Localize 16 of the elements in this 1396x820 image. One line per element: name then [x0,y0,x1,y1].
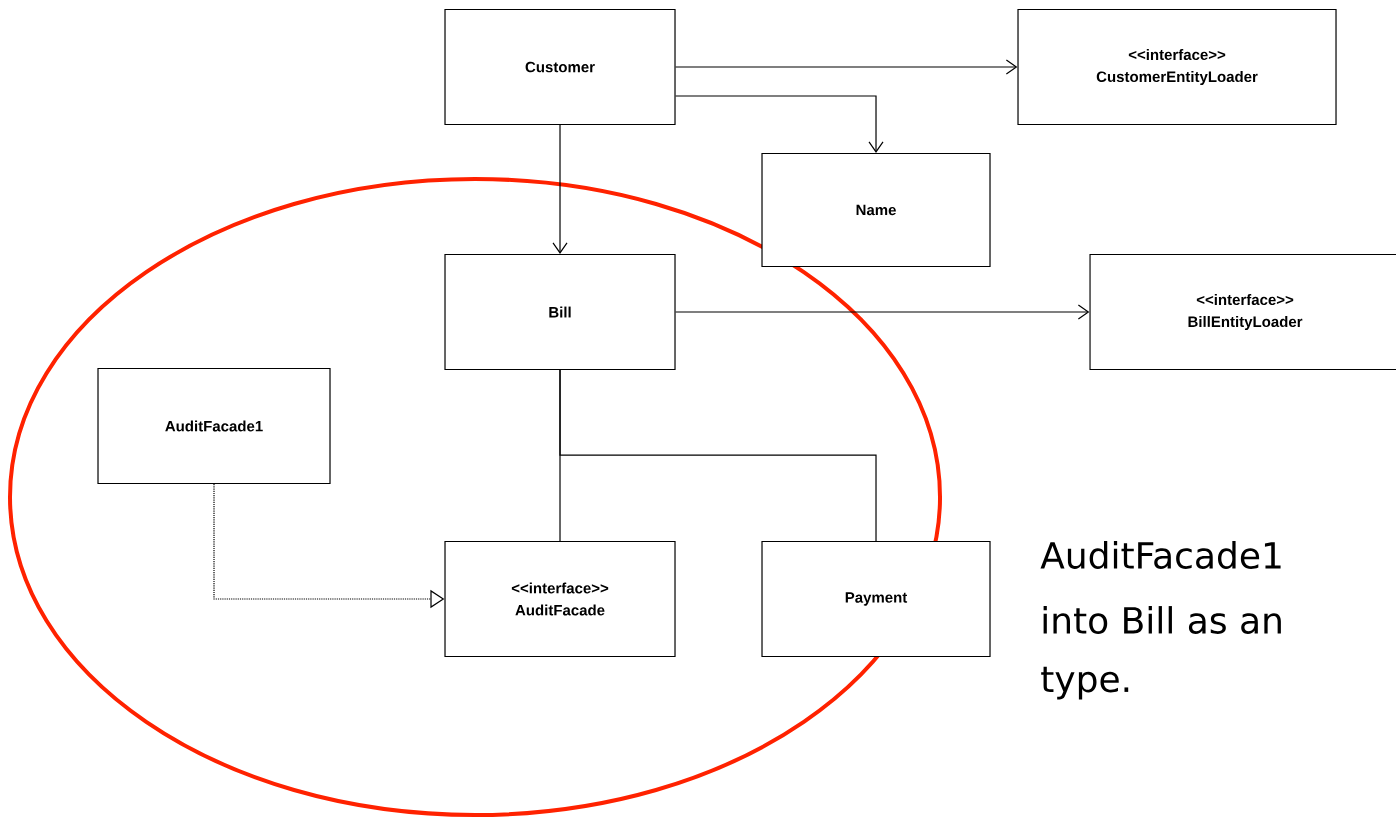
interface-box: <<interface>> AuditFacade [444,540,676,658]
class-box: AuditFacade1 [97,367,331,485]
interface-box: <<interface>> BillEntityLoader [1089,253,1396,371]
connector-line [559,369,877,542]
class-box: Name [761,152,991,268]
association-arrow [675,304,1090,320]
class-box: Customer [444,8,676,126]
note-text: type. [1041,666,1129,700]
class-box: Bill [444,253,676,371]
class-box: Payment [761,540,991,658]
association-arrow [552,124,568,254]
interface-box: <<interface>> CustomerEntityLoader [1017,8,1337,126]
association-arrow [675,95,884,153]
note-text: into Bill as an [1043,606,1281,634]
association-arrow [675,59,1018,75]
note-text: AuditFacade1 [1040,541,1281,569]
